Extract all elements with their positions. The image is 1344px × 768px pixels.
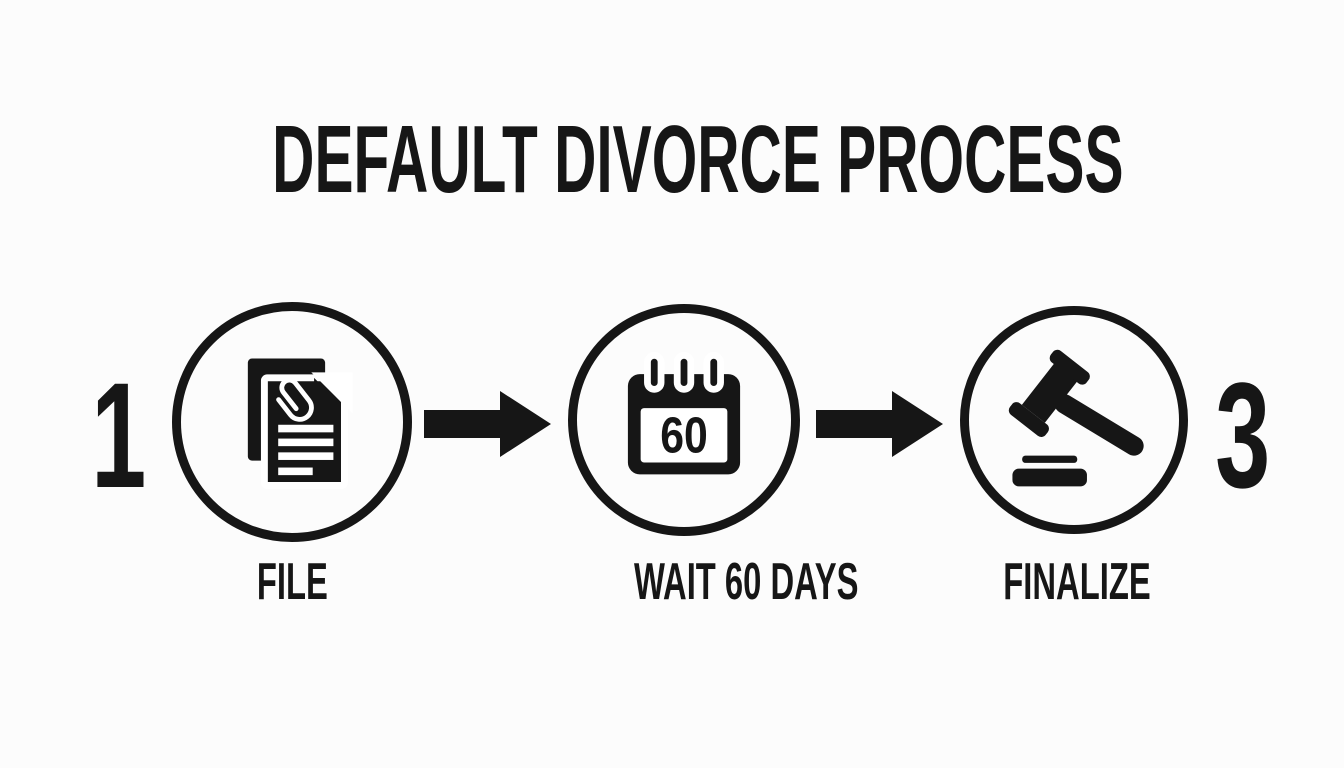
arrow-right-icon [816, 387, 944, 461]
step-3-number: 3 [1215, 351, 1271, 519]
gavel-icon [1008, 349, 1144, 487]
arrow-right-icon [424, 387, 552, 461]
documents-icon [247, 358, 353, 489]
step-1-circle [172, 302, 412, 542]
step-3-label: FINALIZE [1003, 553, 1151, 611]
step-3-circle [960, 306, 1188, 534]
step-2-label: WAIT 60 DAYS [633, 553, 859, 611]
step-1-label: FILE [256, 553, 328, 611]
step-2-circle: 60 [568, 304, 800, 536]
page-title: DEFAULT DIVORCE PROCESS [272, 106, 1124, 213]
step-1-number: 1 [91, 351, 147, 519]
title-row: DEFAULT DIVORCE PROCESS [0, 112, 1344, 208]
calendar-icon: 60 [627, 352, 741, 475]
calendar-day-count: 60 [660, 406, 708, 463]
